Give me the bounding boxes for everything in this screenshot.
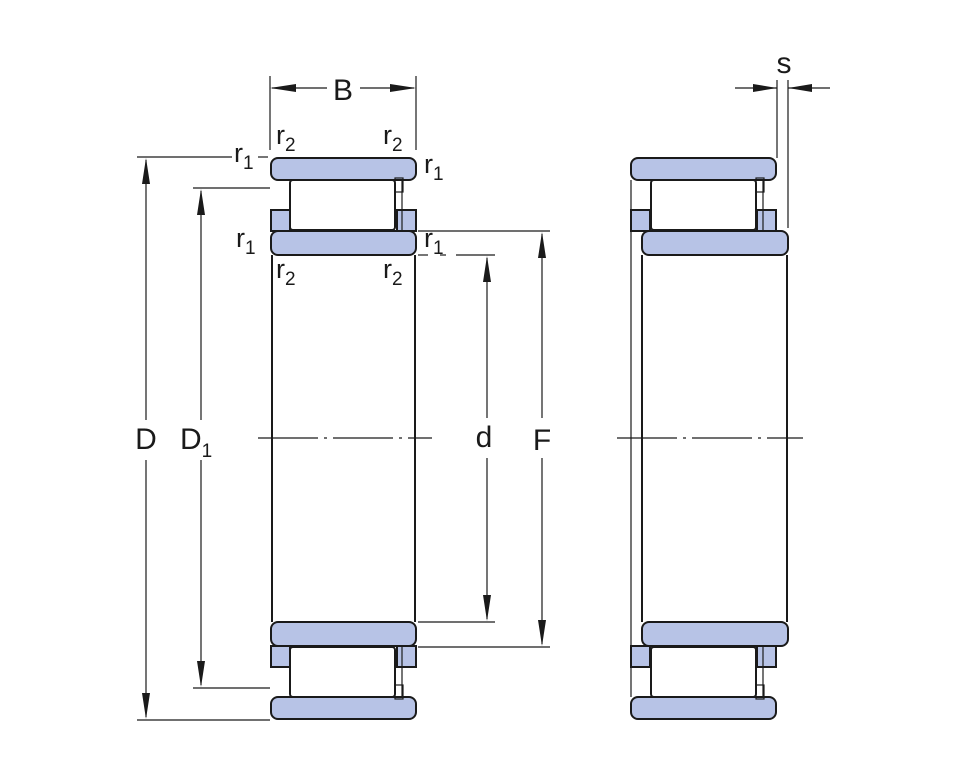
right-top-outer-ring [630,157,777,181]
label-s: s [777,47,792,80]
left-top-outer-ring [270,157,417,181]
label-r2-top-right: r2 [383,120,403,156]
right-top-right-lip [756,209,777,232]
label-D1: D1 [180,423,212,462]
dimension-d [418,254,495,623]
left-bearing-view [258,157,432,720]
dimension-B [269,76,417,150]
right-bottom-snap-ring [755,684,765,700]
dimension-D1 [193,187,270,689]
dimension-s [735,80,830,228]
left-bottom-left-lip [270,645,291,668]
right-bottom-inner-ring [641,621,789,647]
label-r1-mid-right: r1 [424,223,444,259]
right-bottom-right-lip [756,645,777,668]
left-top-inner-ring [270,230,417,256]
left-top-snap-ring [394,177,404,193]
left-top-roller [289,179,396,231]
left-bottom-inner-ring [270,621,417,647]
left-top-left-lip [270,209,291,232]
label-d: d [476,421,493,454]
label-B: B [333,74,353,107]
right-top-snap-ring [755,177,765,193]
left-bottom-snap-ring [394,684,404,700]
left-bottom-right-lip [396,645,417,668]
label-F: F [533,424,551,457]
label-r2-mid-right: r2 [383,254,403,290]
label-r2-mid-left: r2 [276,254,296,290]
right-bottom-left-lip [630,645,651,668]
label-r1-top-right: r1 [424,149,444,185]
dimension-D [137,156,270,721]
right-bottom-outer-ring [630,696,777,720]
label-r1-mid-left: r1 [236,223,256,259]
right-top-left-lip [630,209,651,232]
label-D: D [135,423,157,456]
left-bottom-roller [289,646,396,698]
label-r1-top-left: r1 [234,138,254,174]
right-top-roller [650,179,757,231]
dimension-F [418,230,550,648]
left-top-right-lip [396,209,417,232]
left-bottom-outer-ring [270,696,417,720]
right-top-inner-ring [641,230,789,256]
label-r2-top-left: r2 [276,120,296,156]
right-bottom-roller [650,646,757,698]
right-bearing-view [617,157,803,720]
